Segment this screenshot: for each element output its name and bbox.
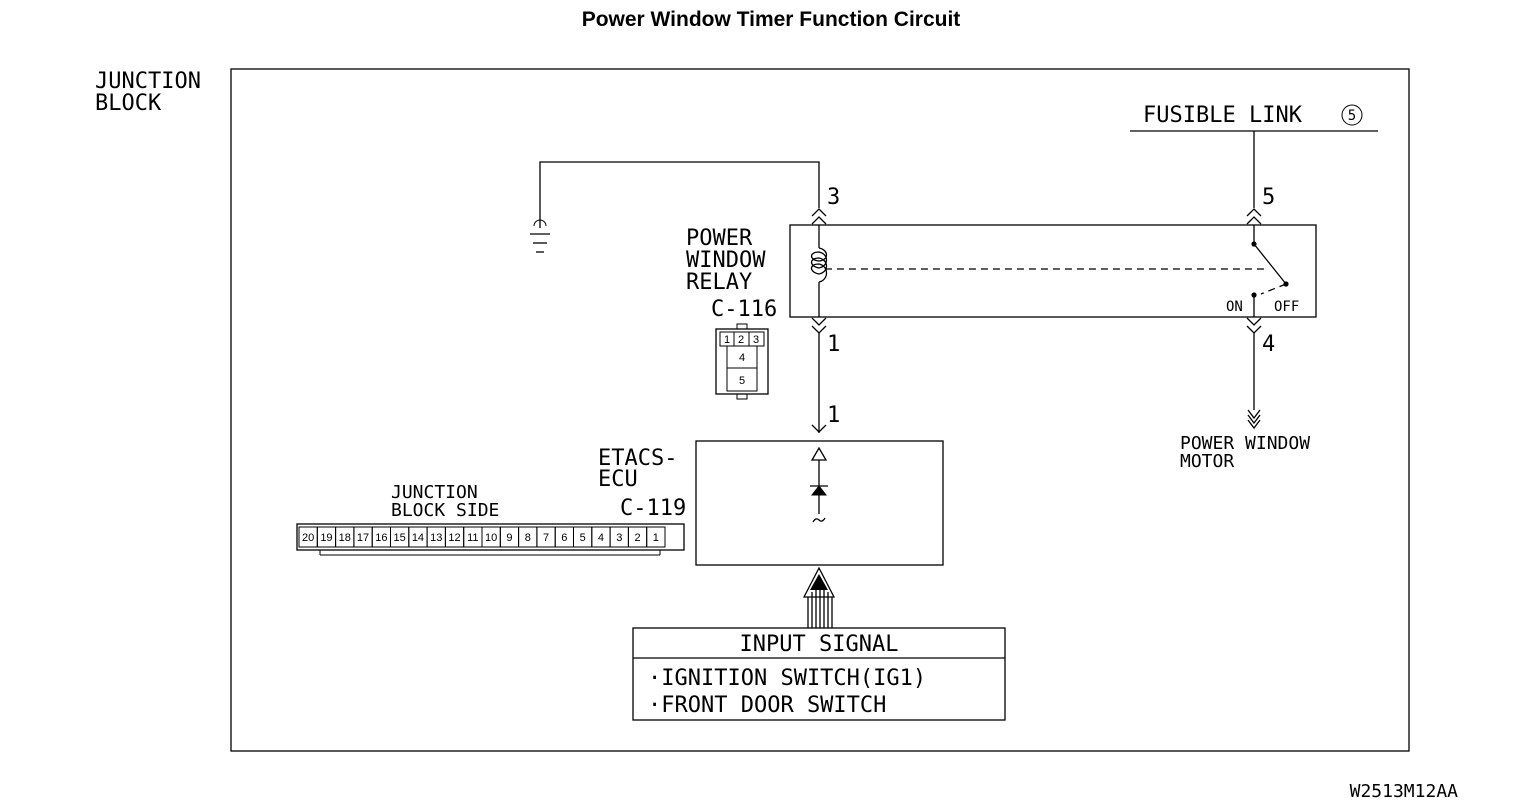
junction-block-label-1: JUNCTION [95,69,201,94]
jb-side-pin: 1 [653,532,659,544]
ecu-input-arrow [810,446,828,461]
relay-connector-pin: 2 [738,334,744,346]
jb-side-pin: 19 [320,532,332,544]
relay-pin-3: 3 [827,185,840,210]
connector-chevron-pin5 [1246,208,1262,217]
junction-block-label-2: BLOCK [95,91,162,116]
input-signal-item: ·FRONT DOOR SWITCH [648,693,886,718]
jb-side-pin: 13 [430,532,442,544]
relay-switch-on-label: ON [1226,299,1243,315]
input-signal-box [632,627,1006,721]
input-arrow-head-fill [810,574,828,590]
motor-arrow-3 [1247,419,1261,430]
connector-chevron-pin3 [811,208,827,217]
relay-pin-5: 5 [1262,185,1275,210]
ground-wire-line [539,161,820,228]
jb-side-pin: 18 [339,532,351,544]
jb-side-pin: 5 [580,532,586,544]
fusible-link: FUSIBLE LINK 5 [1130,103,1378,132]
fusible-link-number-circle [1341,104,1363,126]
connector-chevron-relay-pin1-inner [811,325,827,334]
jb-side-pin: 3 [616,532,622,544]
jb-side-pin: 17 [357,532,369,544]
input-signal-arrow-icon [802,566,836,628]
relay-connector-label: C-116 [711,297,777,322]
jb-side-pin-cell [646,526,666,548]
motor-label-2: MOTOR [1180,451,1234,472]
relay-connector-latch-bottom [736,393,748,400]
jb-side-pin: 2 [634,532,640,544]
relay-switch-icon [1246,131,1289,317]
jb-side-pin: 14 [412,532,424,544]
fusible-link-number: 5 [1348,108,1356,124]
relay-body [789,224,1317,318]
ecu-label-2: ECU [598,467,638,492]
ecu-transistor-icon [810,446,828,523]
relay-switch-blade [1253,243,1287,285]
relay-pin-4: 4 [1262,332,1275,357]
relay-connector-latch-top [736,323,748,330]
jb-side-pin: 6 [561,532,567,544]
ecu-diode-triangle [810,485,828,496]
relay-switch-off-label: OFF [1274,299,1299,315]
connector-chevron-pin5-inner [1246,216,1262,225]
connector-chevron-ecu-pin1 [811,424,827,433]
jb-side-pin: 15 [394,532,406,544]
motor-arrow-icon [1247,409,1261,430]
jb-side-label-2: BLOCK SIDE [391,500,499,521]
connector-chevron-pin4-inner [1246,325,1262,334]
jb-side-pin: 16 [375,532,387,544]
jb-side-connector-housing [296,523,685,551]
jb-side-pin: 8 [525,532,531,544]
relay-label-1: POWER [686,226,753,251]
relay-connector-pin: 5 [739,375,745,387]
figure-code: W2513M12AA [1350,781,1459,802]
ground-wire [530,161,820,253]
input-signal-item: ·IGNITION SWITCH(IG1) [648,666,926,691]
connector-chevron-pin4 [1246,317,1262,326]
jb-side-pin: 10 [485,532,497,544]
jb-side-pin: 11 [467,532,478,544]
jb-side-pin: 4 [598,532,604,544]
fusible-link-label: FUSIBLE LINK [1143,103,1303,128]
motor-arrow-1 [1247,409,1261,420]
ecu-transistor-symbol [812,517,826,523]
diagram-title: Power Window Timer Function Circuit [582,8,961,31]
relay-connector-pin: 3 [753,334,759,346]
ecu-body [695,440,944,566]
relay-pin-1: 1 [827,332,840,357]
junction-block-frame [230,68,1410,752]
relay-label-2: WINDOW [686,248,766,273]
jb-side-pin: 9 [506,532,512,544]
relay-switch-travel [1260,283,1287,295]
relay-coil-winding [810,247,828,283]
jb-side-label-1: JUNCTION [391,482,478,503]
ecu-connector-label: C-119 [620,496,686,521]
motor-arrow-2 [1247,414,1261,425]
relay-label-3: RELAY [686,270,752,295]
relay-connector-pin: 4 [739,352,745,364]
jb-side-pin: 12 [448,532,460,544]
connector-chevron-pin3-inner [811,216,827,225]
ecu-pin-1: 1 [827,403,840,428]
relay-connector-cell-5 [726,367,758,392]
relay-coil-icon [810,225,828,317]
input-signal-header: INPUT SIGNAL [740,632,899,657]
jb-side-pin: 20 [302,532,314,544]
jb-side-pin: 7 [543,532,549,544]
ground-icon-arc [533,219,547,227]
connector-chevron-relay-pin1 [811,317,827,326]
motor-label-1: POWER WINDOW [1180,433,1310,454]
relay-connector-face: 1 2 3 4 5 [715,323,769,400]
relay-connector-pin: 1 [724,334,730,346]
ecu-label-1: ETACS- [598,446,677,471]
